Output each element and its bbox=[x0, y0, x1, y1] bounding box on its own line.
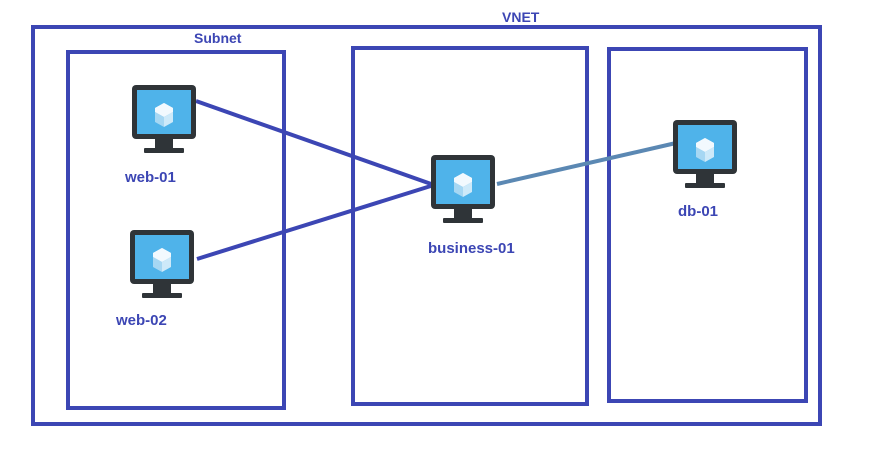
link-web02-business01 bbox=[196, 183, 435, 261]
db-01-label: db-01 bbox=[678, 203, 719, 220]
link-web01-business01 bbox=[195, 99, 435, 187]
subnet-label: Subnet bbox=[194, 30, 242, 46]
vnet-boundary bbox=[31, 25, 822, 426]
db-01-vm-icon bbox=[673, 120, 737, 188]
middle-tier-boundary bbox=[351, 46, 589, 406]
web-01-label: web-01 bbox=[125, 169, 176, 186]
web-02-label: web-02 bbox=[116, 312, 167, 329]
data-tier-boundary bbox=[607, 47, 808, 403]
business-01-vm-icon bbox=[431, 155, 495, 223]
business-01-label: business-01 bbox=[428, 240, 515, 257]
web-01-vm-icon bbox=[132, 85, 196, 153]
vnet-label: VNET bbox=[502, 9, 540, 25]
web-02-vm-icon bbox=[130, 230, 194, 298]
link-business01-db01 bbox=[496, 141, 677, 186]
